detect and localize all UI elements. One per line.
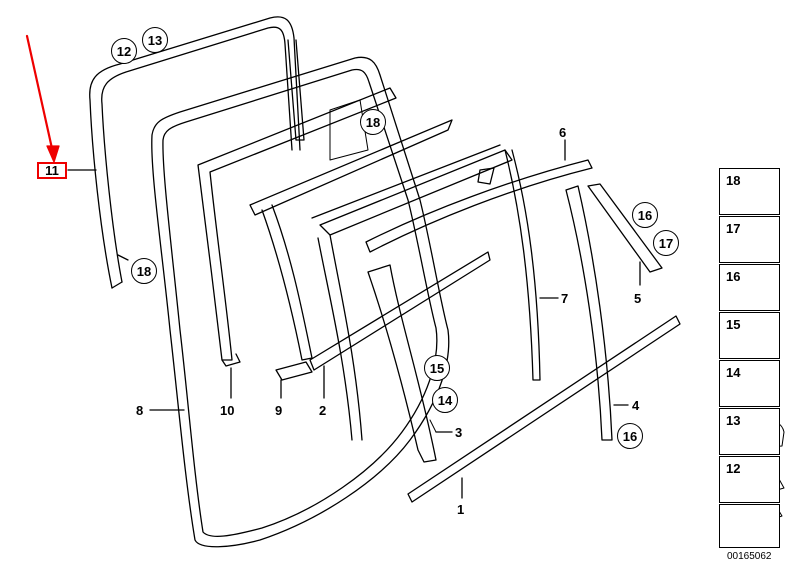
callout-5: 5 [634,291,642,306]
callout-12: 12 [111,38,137,64]
callout-18-lower: 18 [131,258,157,284]
legend-number: 17 [726,221,741,236]
callout-9: 9 [275,403,283,418]
callout-13: 13 [142,27,168,53]
callout-14: 14 [432,387,458,413]
legend-number: 16 [726,269,741,284]
legend-item-17: 17 [719,216,780,263]
callout-2: 2 [319,403,327,418]
part-9-window-channel [249,99,453,399]
highlight-arrow [25,34,60,163]
legend-item-13: 13 [719,408,780,455]
callout-16-upper: 16 [632,202,658,228]
callout-18-upper: 18 [360,109,386,135]
legend-number: 15 [726,317,741,332]
part-6-upper-strip [365,139,593,253]
part-7-channel [504,149,559,381]
callout-4: 4 [632,398,640,413]
legend-item-arrow [719,504,780,548]
part-3-pillar-cover [367,264,453,463]
legend-item-14: 14 [719,360,780,407]
part-4-seal [565,185,629,441]
legend-item-12: 12 [719,456,780,503]
legend-number: 13 [726,413,741,428]
part-11-outer-seal [67,16,305,289]
legend-number: 14 [726,365,741,380]
callout-10: 10 [220,403,235,418]
legend-number: 18 [726,173,741,188]
part-10-seal [197,87,397,399]
legend-number: 12 [726,461,741,476]
legend-item-18: 18 [719,168,780,215]
callout-8: 8 [136,403,144,418]
callout-1: 1 [457,502,465,517]
callout-17: 17 [653,230,679,256]
callout-15: 15 [424,355,450,381]
callout-3: 3 [455,425,463,440]
part-8-door-seal [149,56,450,548]
diagram-id: 00165062 [727,551,772,562]
legend-item-15: 15 [719,312,780,359]
legend-item-16: 16 [719,264,780,311]
part-5-seal [587,183,663,286]
part-2-window-frame [309,144,513,441]
callout-11-highlighted: 11 [37,162,67,179]
callout-16-lower: 16 [617,423,643,449]
part-1-lower-strip [407,315,681,503]
callout-7: 7 [561,291,569,306]
callout-6: 6 [559,125,567,140]
